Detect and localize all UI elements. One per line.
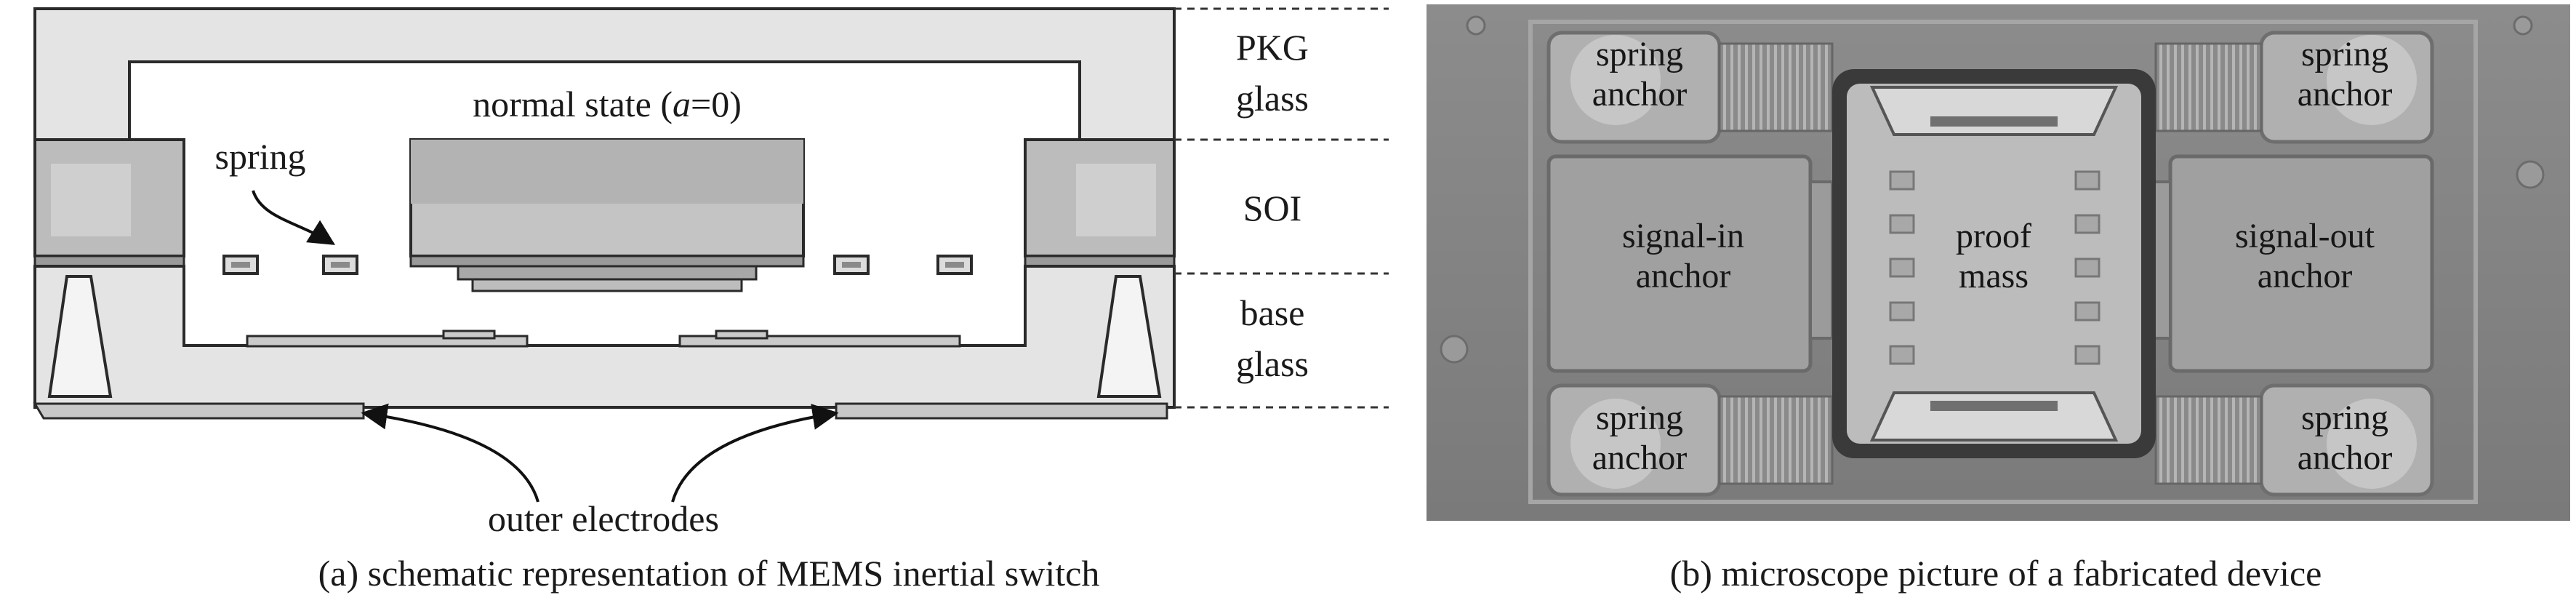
micrograph-labels: spring anchor spring anchor spring ancho…: [1592, 35, 2393, 477]
panel-a-schematic: PKG glass SOI base glass normal state (a…: [33, 7, 1389, 594]
proof-mass-body: [1847, 84, 2141, 444]
spring-comb-regions: [1718, 42, 2263, 485]
layer-label-pkg: PKG: [1236, 27, 1309, 68]
soi-right-anchor: [1024, 138, 1176, 268]
label-spring-anchor-tr: spring: [2301, 35, 2388, 73]
state-label: normal state (a=0): [473, 84, 742, 124]
label-spring-anchor-bl-2: anchor: [1592, 439, 1688, 477]
caption-b: (b) microscope picture of a fabricated d…: [1670, 553, 2322, 594]
label-spring-anchor-bl: spring: [1596, 399, 1683, 437]
label-signal-in: signal-in: [1622, 217, 1744, 255]
base-glass: [33, 265, 1176, 409]
etch-holes: [1889, 170, 2100, 365]
panel-b-microscope: spring anchor spring anchor spring ancho…: [1427, 4, 2570, 594]
outer-electrodes-label: outer electrodes: [488, 498, 719, 539]
layer-label-base-glass: glass: [1236, 343, 1309, 384]
soi-left-anchor: [33, 138, 185, 268]
proof-mass: [409, 138, 805, 292]
label-spring-anchor-br-2: anchor: [2298, 439, 2393, 477]
label-spring-anchor-tl: spring: [1596, 35, 1683, 73]
label-signal-in-2: anchor: [1636, 257, 1731, 295]
label-proof-mass: proof: [1956, 217, 2031, 255]
label-proof-mass-2: mass: [1959, 257, 2029, 295]
label-spring-anchor-tl-2: anchor: [1592, 75, 1688, 113]
label-signal-out-2: anchor: [2258, 257, 2353, 295]
outer-electrode-right: [835, 402, 1168, 420]
through-vias: [47, 275, 1162, 398]
layer-label-base: base: [1240, 292, 1305, 333]
label-spring-anchor-tr-2: anchor: [2298, 75, 2393, 113]
layer-label-pkg-glass: glass: [1236, 78, 1309, 119]
outer-electrode-arrow-left: [361, 403, 539, 503]
label-spring-anchor-br: spring: [2301, 399, 2388, 437]
spring-segments: [222, 255, 973, 275]
outer-electrode-left: [33, 402, 365, 420]
spring-arrow: [252, 190, 336, 245]
label-signal-out: signal-out: [2235, 217, 2375, 255]
layer-label-soi: SOI: [1243, 188, 1302, 228]
inner-electrodes: [246, 330, 961, 348]
outer-electrode-arrow-right: [671, 404, 839, 503]
caption-a: (a) schematic representation of MEMS ine…: [318, 553, 1100, 594]
layer-divider-lines: [1174, 7, 1389, 409]
spring-label: spring: [215, 136, 306, 177]
